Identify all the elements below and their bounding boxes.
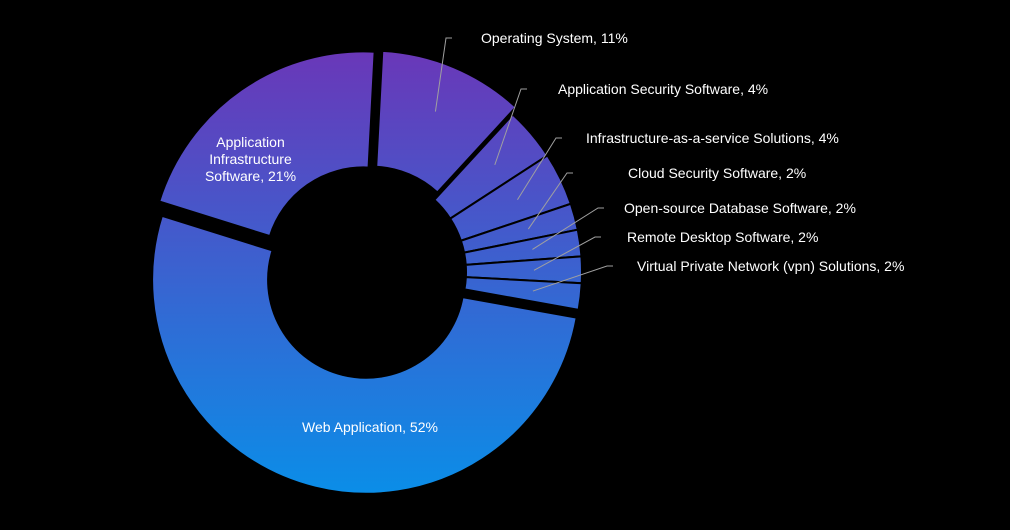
leader-line-virtual-private-network-vpn-solutions: [532, 265, 613, 292]
label-web-application: Web Application, 52%: [302, 419, 438, 435]
label-infrastructure-as-a-service: Infrastructure-as-a-service Solutions, 4…: [586, 130, 839, 146]
label-open-source-database: Open-source Database Software, 2%: [624, 200, 856, 216]
label-application-security-software: Application Security Software, 4%: [558, 81, 769, 97]
label-vpn-solutions: Virtual Private Network (vpn) Solutions,…: [637, 258, 905, 274]
leader-line-operating-system: [434, 37, 452, 112]
slice-operating-system: [375, 49, 518, 194]
label-application-infrastructure-software: Application Infrastructure Software, 21%: [204, 134, 297, 184]
slice-application-infrastructure-software: [157, 50, 376, 238]
label-cloud-security-software: Cloud Security Software, 2%: [628, 165, 807, 181]
leader-line-open-source-database-software: [532, 207, 604, 250]
slice-virtual-private-network-vpn-solutions: [463, 276, 583, 312]
leader-line-remote-desktop-software: [533, 236, 601, 271]
leader-line-application-security-software: [494, 88, 527, 166]
slice-web-application: [151, 214, 578, 495]
label-operating-system: Operating System, 11%: [481, 30, 628, 46]
label-remote-desktop-software: Remote Desktop Software, 2%: [627, 229, 819, 245]
leader-line-cloud-security-software: [527, 172, 573, 230]
leader-line-infrastructure-as-a-service-solutions: [517, 137, 562, 201]
